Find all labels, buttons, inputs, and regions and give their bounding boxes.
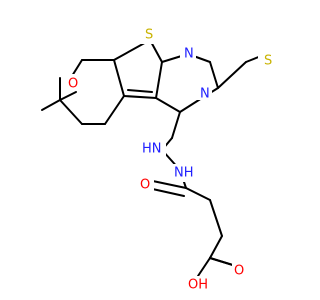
atom-layer: S S O N N HN NH O O OH bbox=[65, 26, 276, 294]
bond bbox=[209, 61, 219, 89]
atom-label-n-right: N bbox=[200, 87, 210, 102]
bond bbox=[59, 91, 77, 101]
bond bbox=[155, 97, 181, 113]
atom-label-pyran-o: O bbox=[68, 77, 78, 92]
bond bbox=[209, 235, 223, 259]
bond bbox=[123, 95, 157, 99]
bond bbox=[155, 61, 163, 99]
bond bbox=[127, 89, 153, 93]
atom-label-methylthio-s: S bbox=[264, 54, 272, 69]
atom-label-hydrazine-nh-2: NH bbox=[174, 166, 194, 181]
molecule-structure: S S O N N HN NH O O OH bbox=[41, 26, 276, 294]
bond bbox=[113, 59, 125, 97]
bond bbox=[104, 95, 125, 125]
atom-label-hydroxyl: OH bbox=[188, 278, 208, 293]
bond bbox=[209, 257, 237, 267]
bond bbox=[209, 199, 223, 237]
bond bbox=[171, 111, 181, 139]
bond bbox=[147, 179, 187, 189]
bond bbox=[71, 59, 83, 77]
atom-label-carbonyl-o-acid: O bbox=[234, 264, 244, 279]
bond bbox=[41, 99, 61, 111]
bond bbox=[179, 97, 203, 113]
bond bbox=[217, 61, 247, 89]
atom-label-n-top: N bbox=[184, 47, 194, 62]
atom-label-carbonyl-o-amide: O bbox=[140, 178, 150, 193]
bond bbox=[59, 99, 83, 125]
bond bbox=[185, 187, 211, 201]
atom-label-ring-s: S bbox=[145, 28, 153, 43]
atom-label-hydrazine-nh-1: HN bbox=[142, 142, 162, 157]
bond bbox=[197, 257, 211, 277]
